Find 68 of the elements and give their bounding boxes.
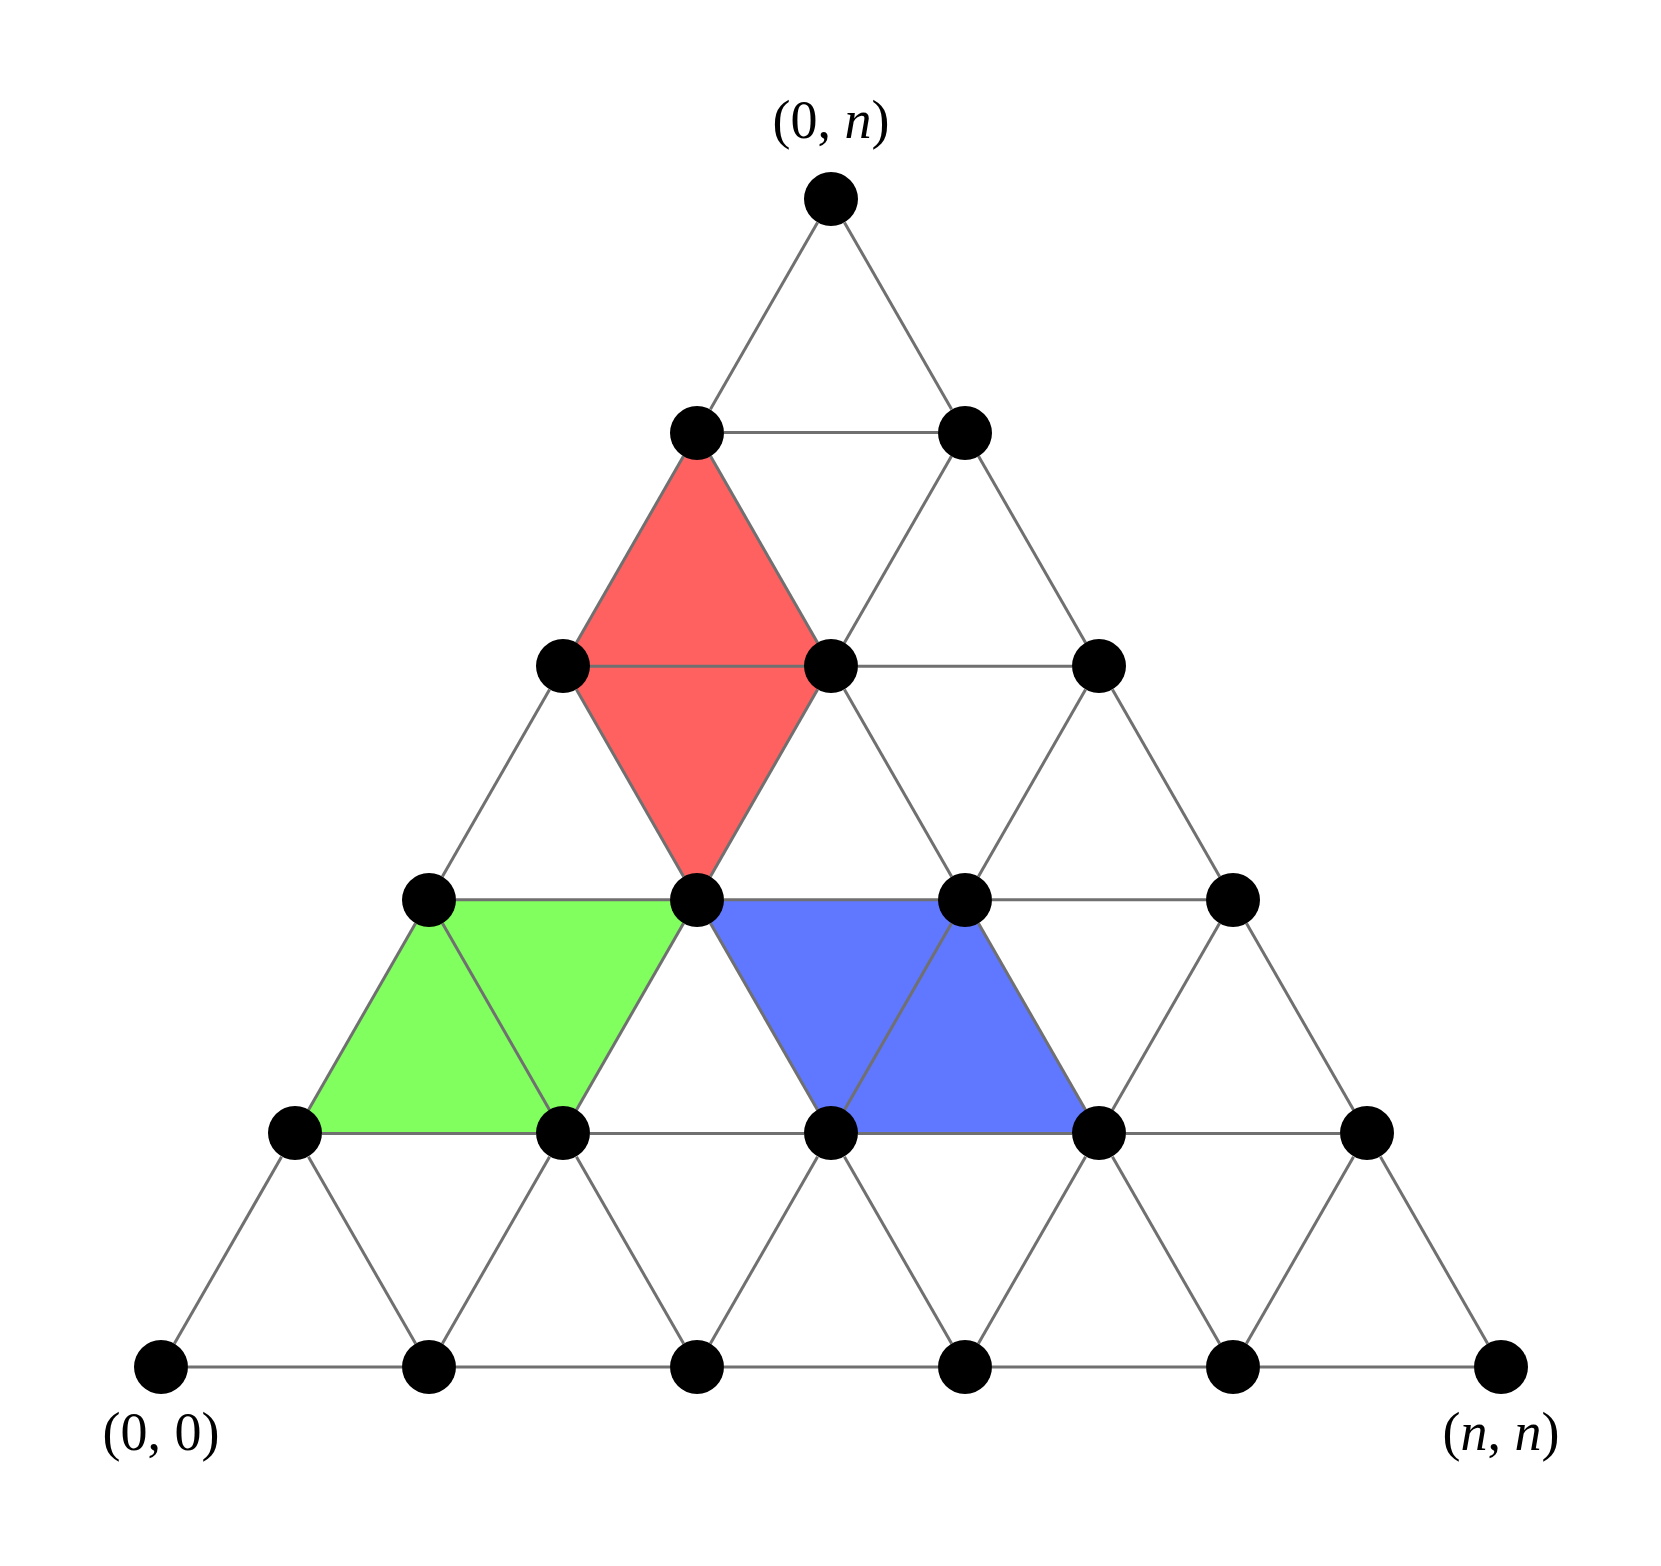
lattice-edge xyxy=(575,922,685,1111)
lattice-edge xyxy=(977,688,1087,878)
lattice-edge xyxy=(843,221,953,410)
lattice-edge xyxy=(1126,1131,1340,1135)
vertex-dot xyxy=(1072,639,1126,694)
lattice-edge xyxy=(709,688,819,878)
vertex-dot xyxy=(938,872,992,927)
vertex-dot xyxy=(402,1340,456,1394)
vertex-dot xyxy=(1340,1106,1394,1161)
vertex-dot xyxy=(1072,1106,1126,1161)
coordinate-label: (0, n) xyxy=(772,89,890,151)
lattice-edge xyxy=(1111,1156,1221,1345)
lattice-edge xyxy=(724,431,938,435)
lattice-edge xyxy=(1111,688,1221,878)
lattice-edge xyxy=(307,1156,417,1345)
vertex-dot xyxy=(1206,872,1260,927)
vertex-dot xyxy=(804,172,858,226)
lattice-edge xyxy=(858,664,1072,668)
lattice-edge xyxy=(1245,922,1355,1111)
lattice-edge xyxy=(575,1156,685,1345)
lattice-edge xyxy=(709,221,819,410)
lattice-edge xyxy=(173,1156,283,1345)
lattice-edge xyxy=(843,922,953,1111)
vertex-dot xyxy=(804,1106,858,1161)
lattice-edge xyxy=(590,1131,804,1135)
lattice-edge xyxy=(1379,1156,1489,1345)
lattice-edge xyxy=(709,455,819,644)
lattice-edge xyxy=(709,922,819,1111)
lattice-edge xyxy=(456,1365,670,1369)
vertex-dot xyxy=(536,639,590,694)
lattice-edge xyxy=(441,688,551,878)
lattice-edge xyxy=(977,1156,1087,1345)
lattice-edge xyxy=(307,922,417,1111)
lattice-edge xyxy=(456,898,670,902)
vertex-dot xyxy=(268,1106,322,1161)
lattice-edge xyxy=(188,1365,402,1369)
lattice-edge xyxy=(709,1156,819,1345)
lattice-edge xyxy=(322,1131,536,1135)
vertex-dot xyxy=(1206,1340,1260,1394)
vertex-dot xyxy=(938,1340,992,1394)
coordinate-label: (n, n) xyxy=(1442,1401,1560,1463)
vertex-dot xyxy=(536,1106,590,1161)
lattice-edge xyxy=(575,455,685,644)
lattice-edge xyxy=(843,1156,953,1345)
lattice-edge xyxy=(858,1131,1072,1135)
coordinate-label: (0, 0) xyxy=(102,1401,220,1463)
vertex-dot xyxy=(1474,1340,1528,1394)
lattice-edge xyxy=(724,898,938,902)
lattice-edge xyxy=(590,664,804,668)
vertex-dot xyxy=(938,405,992,460)
lattice-edge xyxy=(992,898,1206,902)
lattice-edge xyxy=(843,688,953,878)
lattice-edge xyxy=(441,1156,551,1345)
lattice-edge xyxy=(977,455,1087,644)
lattice-edge xyxy=(441,922,551,1111)
lattice-edge xyxy=(724,1365,938,1369)
vertex-dot xyxy=(670,405,724,460)
lattice-edge xyxy=(843,455,953,644)
vertex-dot xyxy=(804,639,858,694)
lattice-edge xyxy=(575,688,685,878)
vertex-dot xyxy=(134,1340,188,1394)
lattice-edge xyxy=(1111,922,1221,1111)
lattice-edge xyxy=(1245,1156,1355,1345)
lattice-edge xyxy=(992,1365,1206,1369)
lattice-edge xyxy=(977,922,1087,1111)
vertex-dot xyxy=(670,1340,724,1394)
lattice-edge xyxy=(1260,1365,1474,1369)
vertex-dot xyxy=(402,872,456,927)
